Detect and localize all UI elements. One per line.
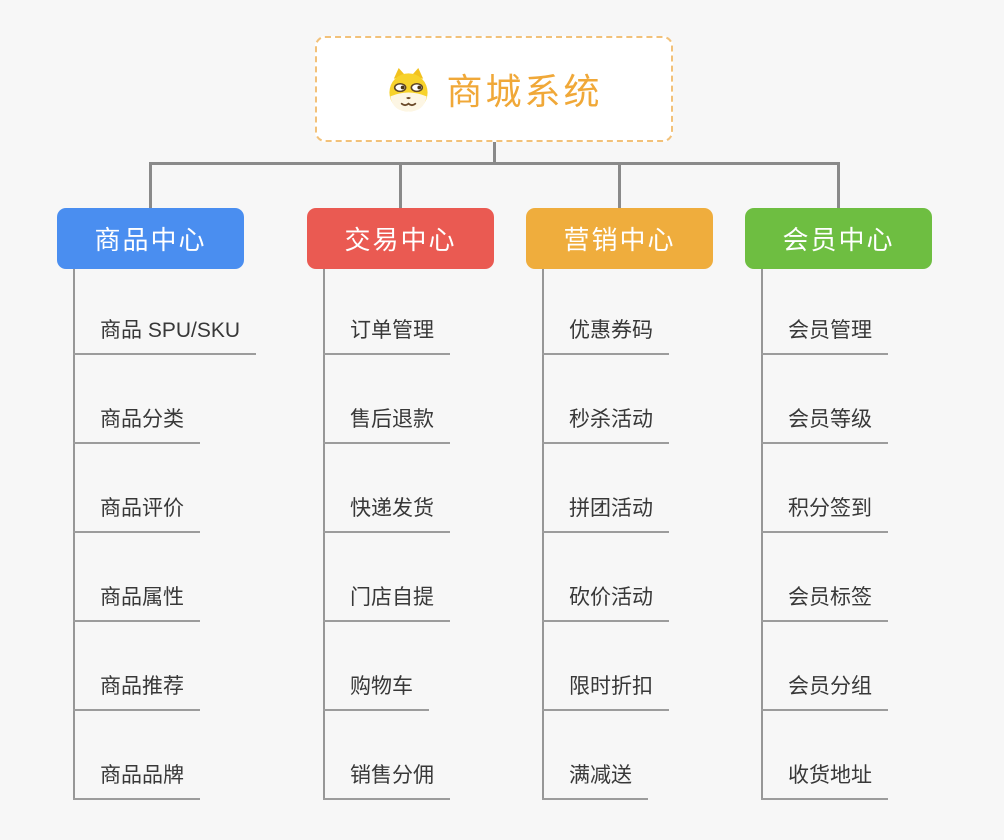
child-topic-label: 收货地址	[761, 759, 888, 800]
branch-trade-center: 交易中心 订单管理 售后退款 快递发货 门店自提 购物车 销售分佣	[307, 208, 494, 800]
child-topic[interactable]: 满减送	[542, 711, 713, 800]
child-topic-label: 售后退款	[323, 403, 450, 444]
child-topic-label: 商品分类	[73, 403, 200, 444]
child-topic-label: 商品 SPU/SKU	[73, 314, 257, 355]
child-topic[interactable]: 商品属性	[73, 533, 244, 622]
child-topic[interactable]: 收货地址	[761, 711, 932, 800]
child-topic[interactable]: 商品品牌	[73, 711, 244, 800]
child-topic[interactable]: 购物车	[323, 622, 494, 711]
child-topic-label: 会员标签	[761, 581, 888, 622]
connector-drop-product	[149, 162, 152, 208]
child-topic[interactable]: 商品评价	[73, 444, 244, 533]
child-topic[interactable]: 商品推荐	[73, 622, 244, 711]
connector-drop-member	[837, 162, 840, 208]
child-topic-label: 会员分组	[761, 670, 888, 711]
child-topic-label: 满减送	[542, 759, 648, 800]
branch-node-trade-center[interactable]: 交易中心	[307, 208, 494, 269]
child-topic[interactable]: 快递发货	[323, 444, 494, 533]
child-topic[interactable]: 商品 SPU/SKU	[73, 269, 257, 355]
child-topic-label: 快递发货	[323, 492, 450, 533]
child-topic-label: 销售分佣	[323, 759, 450, 800]
child-topic-label: 拼团活动	[542, 492, 669, 533]
branch-product-center: 商品中心 商品 SPU/SKU 商品分类 商品评价 商品属性 商品推荐 商品品牌	[57, 208, 257, 800]
child-topic[interactable]: 优惠券码	[542, 269, 713, 355]
child-topic-label: 会员管理	[761, 314, 888, 355]
child-topic-label: 订单管理	[323, 314, 450, 355]
child-topic[interactable]: 积分签到	[761, 444, 932, 533]
branch-marketing-center: 营销中心 优惠券码 秒杀活动 拼团活动 砍价活动 限时折扣 满减送	[526, 208, 713, 800]
child-topic[interactable]: 订单管理	[323, 269, 494, 355]
branch-children-trade: 订单管理 售后退款 快递发货 门店自提 购物车 销售分佣	[323, 269, 494, 800]
connector-horizontal	[149, 162, 840, 165]
child-topic-label: 限时折扣	[542, 670, 669, 711]
child-topic-label: 门店自提	[323, 581, 450, 622]
child-topic-label: 优惠券码	[542, 314, 669, 355]
branch-children-member: 会员管理 会员等级 积分签到 会员标签 会员分组 收货地址	[761, 269, 932, 800]
connector-drop-trade	[399, 162, 402, 208]
child-topic[interactable]: 限时折扣	[542, 622, 713, 711]
child-topic[interactable]: 会员标签	[761, 533, 932, 622]
branch-node-member-center[interactable]: 会员中心	[745, 208, 932, 269]
child-topic-label: 购物车	[323, 670, 429, 711]
child-topic-label: 商品推荐	[73, 670, 200, 711]
child-topic[interactable]: 秒杀活动	[542, 355, 713, 444]
child-topic-label: 商品品牌	[73, 759, 200, 800]
child-topic[interactable]: 售后退款	[323, 355, 494, 444]
child-topic[interactable]: 商品分类	[73, 355, 244, 444]
branch-node-marketing-center[interactable]: 营销中心	[526, 208, 713, 269]
child-topic-label: 秒杀活动	[542, 403, 669, 444]
child-topic-label: 商品评价	[73, 492, 200, 533]
child-topic[interactable]: 会员管理	[761, 269, 932, 355]
root-node[interactable]: 商城系统	[315, 36, 673, 142]
child-topic[interactable]: 会员等级	[761, 355, 932, 444]
child-topic[interactable]: 会员分组	[761, 622, 932, 711]
child-topic-label: 商品属性	[73, 581, 200, 622]
branch-member-center: 会员中心 会员管理 会员等级 积分签到 会员标签 会员分组 收货地址	[745, 208, 932, 800]
child-topic-label: 砍价活动	[542, 581, 669, 622]
branch-children-marketing: 优惠券码 秒杀活动 拼团活动 砍价活动 限时折扣 满减送	[542, 269, 713, 800]
connector-root-stub	[493, 142, 496, 163]
child-topic-label: 会员等级	[761, 403, 888, 444]
branch-node-product-center[interactable]: 商品中心	[57, 208, 244, 269]
child-topic[interactable]: 门店自提	[323, 533, 494, 622]
child-topic[interactable]: 砍价活动	[542, 533, 713, 622]
connector-drop-marketing	[618, 162, 621, 208]
root-title: 商城系统	[446, 71, 603, 112]
child-topic[interactable]: 拼团活动	[542, 444, 713, 533]
child-topic[interactable]: 销售分佣	[323, 711, 494, 800]
child-topic-label: 积分签到	[761, 492, 888, 533]
branch-children-product: 商品 SPU/SKU 商品分类 商品评价 商品属性 商品推荐 商品品牌	[73, 269, 257, 800]
dog-face-icon	[389, 67, 429, 112]
